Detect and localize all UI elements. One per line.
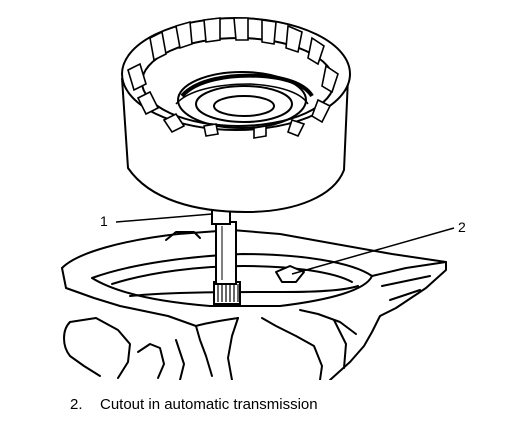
callout-1: 1 xyxy=(100,213,108,229)
input-shaft xyxy=(211,203,237,285)
leader-lines xyxy=(115,213,455,275)
leader-line-2 xyxy=(291,227,455,275)
caption-text: Cutout in automatic transmission xyxy=(100,396,318,413)
callout-2: 2 xyxy=(458,219,466,235)
leader-line-1 xyxy=(115,213,213,223)
drum-ribs xyxy=(127,17,339,139)
figure-caption: 2. Cutout in automatic transmission xyxy=(70,396,318,413)
transmission-case xyxy=(61,229,447,380)
caption-number: 2. xyxy=(70,396,83,413)
splined-hub xyxy=(213,281,241,305)
transmission-diagram: 1 2 xyxy=(61,17,466,380)
